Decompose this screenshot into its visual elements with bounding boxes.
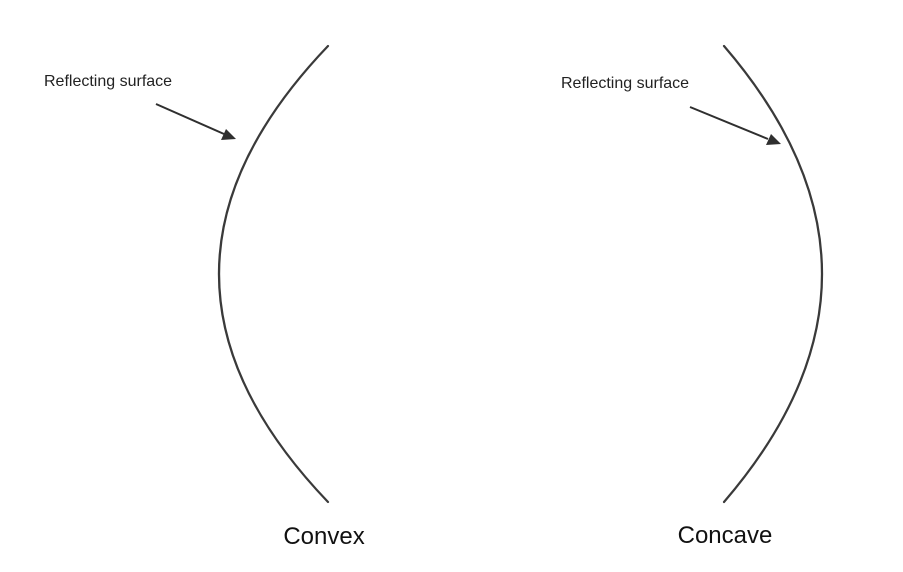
concave-callout-arrowhead bbox=[766, 134, 781, 145]
convex-callout-label: Reflecting surface bbox=[44, 73, 172, 90]
convex-mirror-group: Reflecting surface Convex bbox=[44, 44, 365, 550]
concave-mirror-arc bbox=[722, 44, 824, 504]
concave-mirror-group: Reflecting surface Concave bbox=[561, 44, 824, 549]
convex-callout-arrow-line bbox=[155, 103, 225, 135]
convex-callout-arrowhead bbox=[221, 129, 236, 140]
convex-caption: Convex bbox=[283, 523, 364, 550]
concave-callout-label: Reflecting surface bbox=[561, 75, 689, 92]
concave-callout-arrow-line bbox=[689, 106, 769, 140]
convex-mirror-arc bbox=[217, 44, 330, 504]
concave-caption: Concave bbox=[678, 522, 773, 549]
